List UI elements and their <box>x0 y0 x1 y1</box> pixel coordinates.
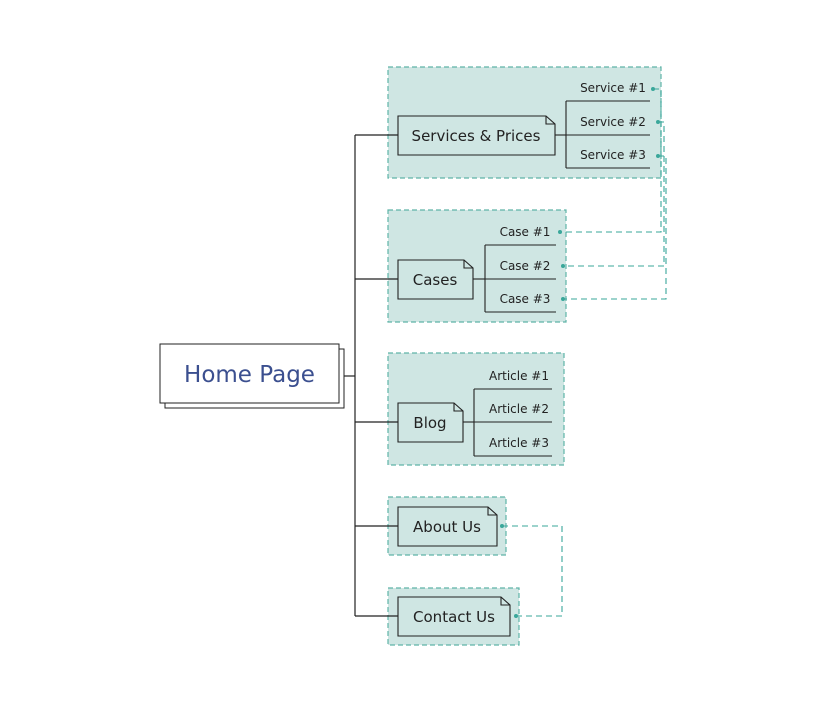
page-box-blog <box>397 402 464 443</box>
child-label-article-2: Article #2 <box>489 402 549 416</box>
cross-link-service1-case1 <box>560 88 662 233</box>
cross-link-dots <box>500 87 660 618</box>
page-fold-blog <box>453 403 463 412</box>
section-cases: Cases Case #1 Case #2 Case #3 <box>397 225 556 313</box>
home-page-node: Home Page <box>159 343 345 409</box>
section-blog: Blog Article #1 Article #2 Article #3 <box>397 369 552 457</box>
page-box-cases <box>397 259 474 300</box>
section-contact: Contact Us <box>397 596 511 637</box>
link-dot-service-1 <box>651 87 655 91</box>
child-label-case-2: Case #2 <box>500 259 551 273</box>
link-dot-service-3 <box>656 154 660 158</box>
section-label-services: Services & Prices <box>412 127 541 145</box>
link-dot-case-1 <box>558 230 562 234</box>
section-about: About Us <box>397 506 498 547</box>
trunk-connectors <box>344 134 398 617</box>
cross-links <box>502 88 667 617</box>
page-fold-about <box>487 507 497 516</box>
child-label-article-3: Article #3 <box>489 436 549 450</box>
child-label-article-1: Article #1 <box>489 369 549 383</box>
section-label-blog: Blog <box>413 414 446 432</box>
page-fold-services <box>545 116 555 125</box>
link-dot-case-3 <box>561 297 565 301</box>
child-label-service-2: Service #2 <box>580 115 646 129</box>
child-label-case-1: Case #1 <box>500 225 551 239</box>
child-label-case-3: Case #3 <box>500 292 551 306</box>
section-label-cases: Cases <box>413 271 458 289</box>
section-services: Services & Prices Service #1 Service #2 … <box>397 81 650 169</box>
section-label-contact: Contact Us <box>413 608 495 626</box>
group-services <box>387 66 662 179</box>
group-cases <box>387 209 567 323</box>
link-dot-case-2 <box>561 264 565 268</box>
link-dot-about <box>500 524 504 528</box>
page-fold-cases <box>463 260 473 269</box>
page-fold-contact <box>500 597 510 606</box>
group-blog <box>387 352 565 466</box>
page-box-about <box>397 506 498 547</box>
link-dot-service-2 <box>656 120 660 124</box>
cross-link-service2-case2 <box>563 121 665 267</box>
cross-link-about-contact <box>502 525 563 617</box>
home-page-label: Home Page <box>184 362 315 388</box>
cross-link-service3-case3 <box>563 155 667 300</box>
section-label-about: About Us <box>413 518 481 536</box>
home-page-box <box>159 343 340 404</box>
page-box-services <box>397 115 556 156</box>
link-dot-contact <box>514 614 518 618</box>
page-box-contact <box>397 596 511 637</box>
child-label-service-1: Service #1 <box>580 81 646 95</box>
child-label-service-3: Service #3 <box>580 148 646 162</box>
